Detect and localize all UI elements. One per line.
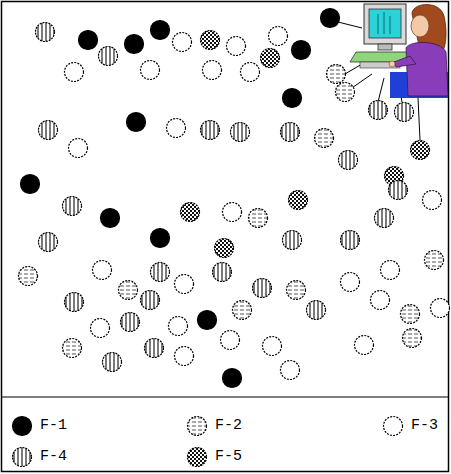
network-node-circle [283, 231, 302, 250]
network-node-circle [93, 261, 112, 280]
network-node-circle [213, 263, 232, 282]
network-node-circle [341, 231, 360, 250]
network-node-circle [39, 233, 58, 252]
network-node-circle [253, 279, 272, 298]
network-node-circle [423, 191, 442, 210]
legend-swatch [13, 417, 32, 436]
network-node-circle [231, 123, 250, 142]
network-node-circle [101, 209, 120, 228]
legend-swatch [188, 448, 207, 467]
network-node-circle [411, 141, 430, 160]
network-node-circle [69, 139, 88, 158]
legend-swatch [13, 448, 32, 467]
network-node-circle [21, 175, 40, 194]
network-node-circle [261, 49, 280, 68]
network-node-circle [221, 331, 240, 350]
network-node-circle [201, 31, 220, 50]
network-node-circle [336, 83, 355, 102]
network-node-circle [141, 291, 160, 310]
network-node-circle [173, 33, 192, 52]
network-node-circle [321, 9, 340, 28]
network-node-circle [241, 63, 260, 82]
network-node-circle [283, 89, 302, 108]
legend-label: F-2 [215, 417, 242, 435]
network-node-circle [65, 293, 84, 312]
network-node-circle [339, 151, 358, 170]
network-node-circle [65, 63, 84, 82]
network-node-circle [198, 311, 217, 330]
network-node-circle [431, 299, 450, 318]
network-node-circle [63, 197, 82, 216]
network-node-circle [127, 113, 146, 132]
network-node-circle [269, 27, 288, 46]
legend-label: F-1 [40, 417, 67, 435]
network-node-circle [151, 21, 170, 40]
network-node-circle [292, 41, 311, 60]
network-node-circle [167, 119, 186, 138]
network-node-circle [79, 31, 98, 50]
legend-swatches [13, 417, 403, 467]
network-node-circle [389, 181, 408, 200]
legend-label: F-3 [411, 417, 438, 435]
network-node-circle [375, 209, 394, 228]
network-node-circle [315, 129, 334, 148]
network-node-circle [201, 121, 220, 140]
network-node-circle [233, 301, 252, 320]
network-node-circle [125, 35, 144, 54]
network-node-circle [151, 263, 170, 282]
network-node-circle [39, 121, 58, 140]
network-node-circle [145, 339, 164, 358]
network-node-circle [175, 275, 194, 294]
legend-swatch [188, 417, 207, 436]
network-node-circle [103, 353, 122, 372]
network-node-circle [341, 273, 360, 292]
network-node-circle [91, 319, 110, 338]
network-node-circle [169, 317, 188, 336]
network-node-circle [369, 101, 388, 120]
network-node-circle [36, 23, 55, 42]
network-node-circle [355, 336, 374, 355]
network-node-circle [119, 281, 138, 300]
network-node-circle [141, 61, 160, 80]
legend-swatch [384, 417, 403, 436]
network-node-circle [215, 239, 234, 258]
network-node-circle [327, 65, 346, 84]
user-at-computer [350, 4, 448, 98]
network-node-circle [287, 281, 306, 300]
network-node-circle [281, 123, 300, 142]
network-node-circle [401, 305, 420, 324]
network-node-circle [307, 301, 326, 320]
legend-divider [2, 396, 449, 397]
network-node-circle [203, 61, 222, 80]
network-node-circle [263, 337, 282, 356]
network-node-circle [223, 203, 242, 222]
legend-label: F-5 [215, 448, 242, 466]
network-node-circle [99, 47, 118, 66]
network-node-circle [175, 347, 194, 366]
legend-label: F-4 [40, 448, 67, 466]
network-node-circle [381, 261, 400, 280]
network-node-circle [249, 209, 268, 228]
network-node-circle [395, 103, 414, 122]
network-node-circle [281, 361, 300, 380]
network-node-circle [227, 37, 246, 56]
network-node-circle [425, 251, 444, 270]
network-node-circle [371, 291, 390, 310]
network-node-circle [223, 369, 242, 388]
network-node-circle [403, 329, 422, 348]
network-node-circle [19, 267, 38, 286]
network-node-circle [151, 229, 170, 248]
network-node-circle [63, 339, 82, 358]
network-node-circle [181, 203, 200, 222]
network-node-circle [121, 313, 140, 332]
network-node-circle [289, 191, 308, 210]
node-circles [19, 9, 450, 388]
